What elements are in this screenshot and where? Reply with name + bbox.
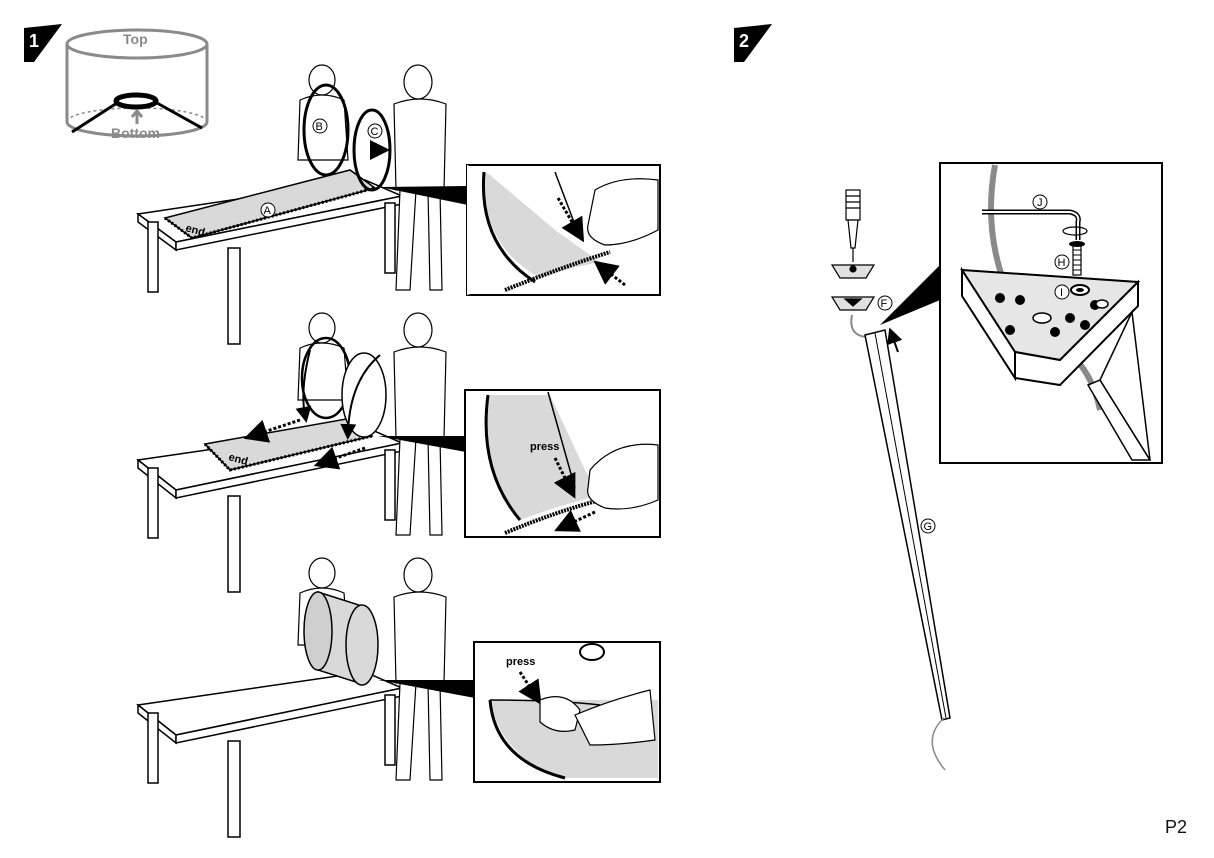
step-1-number: 1: [29, 31, 39, 51]
callout-pointer-3: [378, 680, 475, 698]
detail-panel-4: [939, 162, 1163, 464]
svg-text:C: C: [371, 126, 379, 138]
press-label-2: press: [506, 656, 535, 668]
step-2: 2 F G: [734, 24, 1163, 771]
top-bracket: [830, 264, 876, 279]
scene-3-shade: [303, 590, 379, 686]
scene-3-table: [136, 671, 405, 838]
scene-3-person-right: [393, 557, 447, 781]
callout-pointer-2: [378, 436, 466, 452]
step-1-badge: 1: [24, 24, 62, 62]
part-label-c: C: [367, 123, 383, 139]
scene-2-person-right: [393, 312, 447, 536]
callout-pointer-1: [380, 186, 468, 205]
svg-text:G: G: [924, 521, 933, 533]
bottom-bracket-f: [830, 296, 876, 311]
svg-text:F: F: [881, 298, 888, 310]
svg-text:B: B: [316, 121, 323, 133]
scene-1-rings: [302, 83, 392, 192]
detail-panel-3: press: [473, 641, 661, 783]
end-label-1: end: [184, 222, 206, 239]
press-label-1: press: [530, 441, 559, 453]
arrow-up-icon: [130, 108, 144, 124]
top-label: Top: [123, 31, 148, 47]
end-label-2: end: [227, 451, 249, 468]
callout-pointer-4: [880, 265, 940, 325]
bottom-label: Bottom: [111, 125, 160, 141]
page-number: P2: [1164, 817, 1187, 837]
detail-panel-2: press: [464, 389, 661, 538]
svg-text:H: H: [1058, 257, 1066, 269]
detail-panel-1: [466, 164, 661, 296]
part-label-h: H: [1054, 254, 1070, 270]
svg-text:J: J: [1037, 197, 1043, 209]
part-label-b: B: [312, 118, 328, 134]
shade-orientation-diagram: Top Bottom: [65, 28, 209, 141]
part-label-j: J: [1032, 194, 1048, 210]
svg-text:A: A: [264, 205, 272, 217]
lamp-leg-g: [850, 314, 951, 771]
lamp-socket: [845, 189, 861, 262]
insert-arrow-icon: [887, 327, 903, 353]
part-label-a: A: [260, 202, 276, 218]
step-2-badge: 2: [734, 24, 772, 62]
part-label-f: F: [877, 295, 893, 311]
step-2-number: 2: [739, 31, 749, 51]
part-label-g: G: [920, 518, 936, 534]
scene-2-person-left: [297, 312, 349, 401]
scene-2-rings: [243, 336, 387, 470]
step-1: 1 Top Bottom end: [24, 24, 661, 838]
svg-text:I: I: [1060, 287, 1063, 299]
part-label-i: I: [1054, 284, 1070, 300]
scene-1-person-right: [393, 64, 447, 291]
